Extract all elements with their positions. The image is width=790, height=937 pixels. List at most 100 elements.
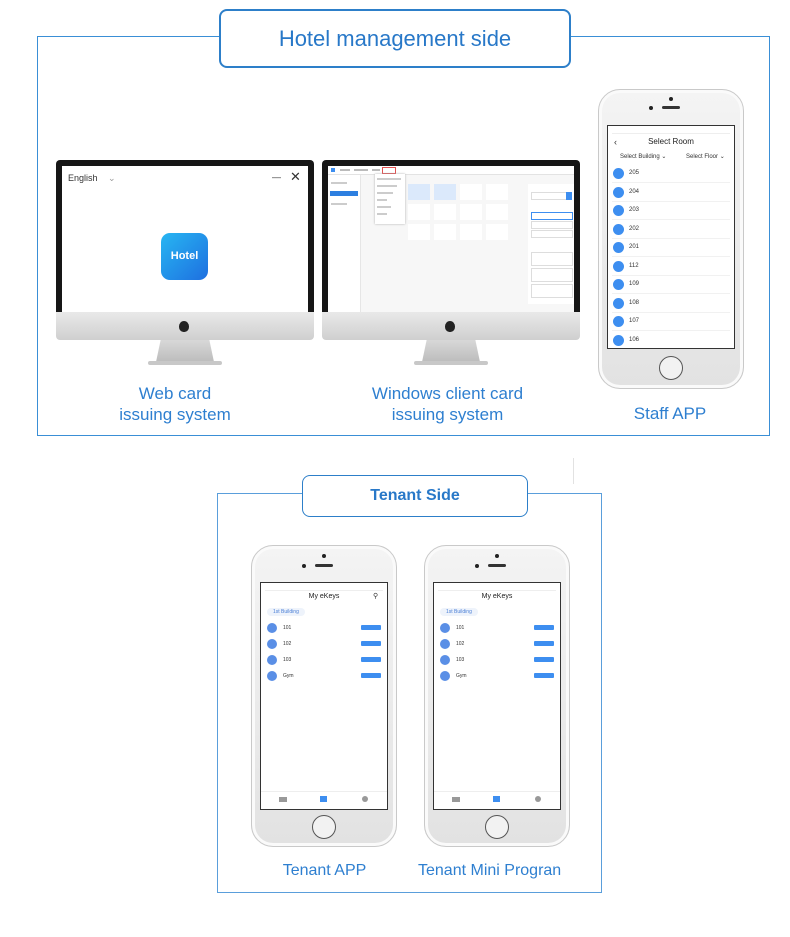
unlock-button[interactable] bbox=[534, 625, 554, 630]
door-icon bbox=[440, 623, 450, 633]
building-tag[interactable]: 1st Building bbox=[440, 608, 478, 616]
tab-ekeys-active[interactable] bbox=[320, 796, 327, 802]
menu-item-active[interactable] bbox=[382, 167, 396, 174]
search-input[interactable] bbox=[531, 192, 567, 200]
dropdown-option[interactable] bbox=[377, 178, 401, 180]
staff-caption: Staff APP bbox=[610, 403, 730, 424]
tab-home[interactable] bbox=[279, 797, 287, 802]
room-list-item[interactable]: 112 bbox=[612, 260, 730, 276]
ekey-list-item[interactable]: Gym bbox=[265, 671, 383, 683]
room-tile[interactable] bbox=[460, 224, 482, 240]
unlock-button[interactable] bbox=[534, 641, 554, 646]
phone-home-button[interactable] bbox=[312, 815, 336, 839]
dropdown-option[interactable] bbox=[377, 206, 391, 208]
search-button[interactable] bbox=[566, 192, 572, 200]
phone-home-button[interactable] bbox=[485, 815, 509, 839]
room-list-item[interactable]: 108 bbox=[612, 297, 730, 313]
room-tile[interactable] bbox=[434, 224, 456, 240]
room-tile[interactable] bbox=[460, 184, 482, 200]
room-tile[interactable] bbox=[434, 184, 456, 200]
dropdown-option[interactable] bbox=[377, 192, 393, 194]
unlock-button[interactable] bbox=[534, 657, 554, 662]
hotel-section-title: Hotel management side bbox=[219, 9, 571, 68]
phone-home-button[interactable] bbox=[659, 356, 683, 380]
ekey-list-item[interactable]: Gym bbox=[438, 671, 556, 683]
menu-item[interactable] bbox=[372, 169, 380, 171]
option-button[interactable] bbox=[531, 221, 573, 229]
dropdown-option[interactable] bbox=[377, 199, 387, 201]
tab-bar bbox=[434, 791, 560, 809]
tab-ekeys-active[interactable] bbox=[493, 796, 500, 802]
monitor-stand bbox=[156, 340, 214, 362]
phone-speaker bbox=[662, 106, 680, 109]
room-list-item[interactable]: 107 bbox=[612, 316, 730, 331]
ekey-list-item[interactable]: 101 bbox=[438, 623, 556, 635]
room-number: 107 bbox=[629, 318, 640, 324]
sidebar-item[interactable] bbox=[331, 182, 347, 184]
tab-profile[interactable] bbox=[535, 796, 541, 802]
phone-speaker bbox=[488, 564, 506, 567]
room-tile[interactable] bbox=[408, 224, 430, 240]
room-tile[interactable] bbox=[486, 204, 508, 220]
close-icon[interactable]: ✕ bbox=[290, 169, 301, 184]
menu-item[interactable] bbox=[340, 169, 350, 171]
room-tile[interactable] bbox=[408, 204, 430, 220]
search-icon[interactable]: ⚲ bbox=[373, 593, 379, 600]
sidebar-item[interactable] bbox=[331, 203, 347, 205]
door-icon bbox=[613, 186, 624, 198]
dropdown-option[interactable] bbox=[377, 185, 397, 187]
dropdown-option[interactable] bbox=[377, 213, 387, 215]
option-button[interactable] bbox=[531, 230, 573, 238]
room-list-item[interactable]: 201 bbox=[612, 242, 730, 257]
windows-monitor bbox=[322, 160, 580, 370]
monitor-chin bbox=[56, 312, 314, 340]
unlock-button[interactable] bbox=[361, 657, 381, 662]
phone-camera bbox=[649, 106, 653, 110]
tab-home[interactable] bbox=[452, 797, 460, 802]
action-button[interactable] bbox=[531, 284, 573, 298]
ekey-list-item[interactable]: 102 bbox=[265, 639, 383, 651]
menu-item[interactable] bbox=[354, 169, 368, 171]
action-button[interactable] bbox=[531, 252, 573, 266]
sidebar-item-active[interactable] bbox=[330, 191, 358, 196]
unlock-button[interactable] bbox=[361, 641, 381, 646]
language-selector[interactable]: English ⌄ bbox=[68, 173, 116, 184]
ekey-list-item[interactable]: 101 bbox=[265, 623, 383, 635]
select-floor-filter[interactable]: Select Floor ⌄ bbox=[686, 153, 725, 160]
room-tile[interactable] bbox=[434, 204, 456, 220]
ekey-name: 101 bbox=[283, 625, 292, 631]
minimize-icon[interactable]: — bbox=[272, 172, 281, 182]
door-icon bbox=[613, 205, 624, 216]
room-number: 106 bbox=[629, 336, 640, 343]
windows-caption-line1: Windows client card bbox=[371, 384, 524, 403]
select-building-filter[interactable]: Select Building ⌄ bbox=[620, 153, 666, 160]
room-list-item[interactable]: 203 bbox=[612, 205, 730, 220]
ekey-list-item[interactable]: 103 bbox=[265, 655, 383, 667]
ekey-list-item[interactable]: 103 bbox=[438, 655, 556, 667]
building-tag[interactable]: 1st Building bbox=[267, 608, 305, 616]
option-button[interactable] bbox=[531, 212, 573, 220]
ekey-name: Gym bbox=[456, 673, 467, 679]
room-tile[interactable] bbox=[486, 224, 508, 240]
room-list-item[interactable]: 204 bbox=[612, 186, 730, 202]
action-button[interactable] bbox=[531, 268, 573, 282]
tab-profile[interactable] bbox=[362, 796, 368, 802]
room-tile[interactable] bbox=[408, 184, 430, 200]
room-list-item[interactable]: 106 bbox=[612, 334, 730, 349]
room-tile[interactable] bbox=[486, 184, 508, 200]
unlock-button[interactable] bbox=[361, 625, 381, 630]
building-tag-label: 1st Building bbox=[446, 609, 472, 615]
room-list-item[interactable]: 202 bbox=[612, 223, 730, 239]
ekey-list-item[interactable]: 102 bbox=[438, 639, 556, 651]
monitor-stand bbox=[422, 340, 480, 362]
room-list-item[interactable]: 205 bbox=[612, 168, 730, 183]
unlock-button[interactable] bbox=[534, 673, 554, 678]
room-tile[interactable] bbox=[460, 204, 482, 220]
chevron-down-icon: ⌄ bbox=[661, 154, 667, 160]
unlock-button[interactable] bbox=[361, 673, 381, 678]
logo-text: Hotel bbox=[170, 250, 199, 262]
room-list-item[interactable]: 109 bbox=[612, 279, 730, 294]
back-arrow-icon[interactable]: ‹ bbox=[614, 137, 617, 147]
